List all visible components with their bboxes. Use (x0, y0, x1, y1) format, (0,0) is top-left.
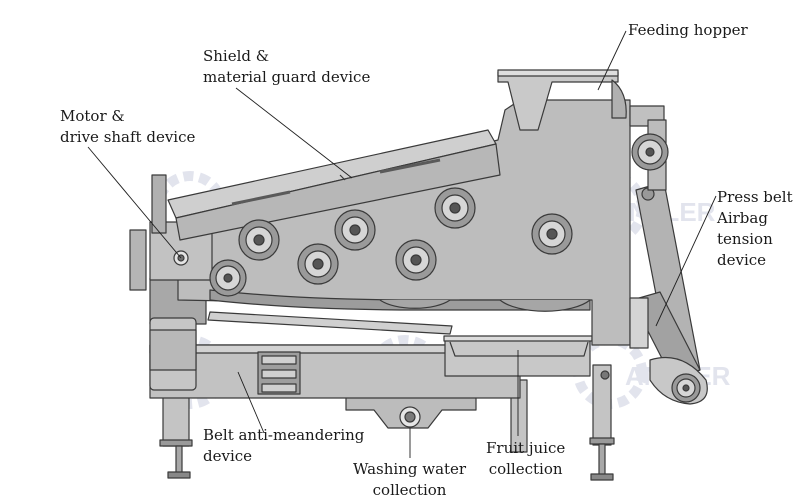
rollers (209, 133, 701, 403)
roller-1 (238, 219, 280, 261)
roller-3 (434, 187, 476, 229)
leader-belt-anti (237, 371, 265, 434)
roller-2 (334, 209, 376, 251)
label-belt-anti-line-1: Belt anti-meandering (203, 426, 365, 444)
belt-anti-meandering (207, 311, 453, 335)
shield-guard (167, 129, 501, 241)
roller-7 (395, 239, 437, 281)
leader-press-belt (655, 195, 717, 327)
label-shield-guard-line-1: Shield & (203, 47, 270, 65)
label-fruit-juice-line-2: collection (488, 460, 563, 478)
label-feeding-hopper-line-1: Feeding hopper (628, 21, 748, 39)
label-press-belt-line-2: Airbag (717, 209, 768, 227)
label-shield-guard: Shield & material guard device (203, 46, 370, 88)
label-feeding-hopper: Feeding hopper (628, 20, 748, 41)
label-fruit-juice: Fruit juice collection (486, 438, 565, 480)
label-washing-water-line-2: collection (372, 481, 447, 499)
washing-water-trough (345, 395, 477, 429)
leader-shield-guard (235, 87, 353, 179)
label-belt-anti: Belt anti-meandering device (203, 425, 364, 467)
label-press-belt-line-3: tension (717, 230, 773, 248)
lower-frame (149, 344, 521, 399)
leader-motor-drive (87, 146, 182, 259)
label-motor-drive-line-2: drive shaft device (60, 128, 196, 146)
label-belt-anti-line-2: device (203, 447, 253, 465)
roller-8 (631, 133, 669, 171)
label-washing-water: Washing water collection (353, 459, 466, 501)
label-motor-drive: Motor & drive shaft device (60, 106, 195, 148)
roller-5 (209, 259, 247, 297)
leader-lines (87, 30, 717, 458)
label-washing-water-line-1: Washing water (353, 460, 467, 478)
leader-feeding-hopper (597, 30, 627, 91)
label-press-belt: Press belt Airbag tension device (717, 187, 793, 271)
label-press-belt-line-1: Press belt (717, 188, 793, 206)
label-shield-guard-line-2: material guard device (203, 68, 371, 86)
roller-4 (531, 213, 573, 255)
label-fruit-juice-line-1: Fruit juice (486, 439, 566, 457)
roller-6 (297, 243, 339, 285)
label-press-belt-line-4: device (717, 251, 767, 269)
label-motor-drive-line-1: Motor & (60, 107, 125, 125)
roller-9 (671, 373, 701, 403)
